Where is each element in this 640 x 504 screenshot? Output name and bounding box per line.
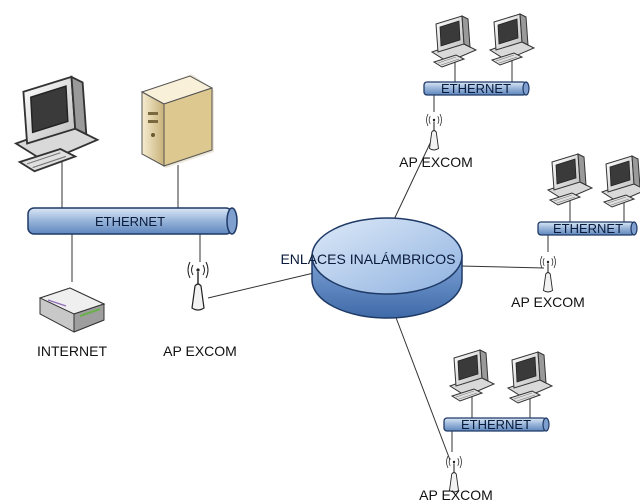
- computer-site1-b: [489, 13, 535, 66]
- server-tower: [140, 74, 214, 168]
- ethernet-bus-site2: ETHERNET: [537, 221, 638, 236]
- computer-site3-b: [507, 351, 553, 404]
- ethernet-label-site1: ETHERNET: [441, 81, 511, 96]
- ethernet-bus-site1: ETHERNET: [423, 81, 530, 96]
- ethernet-label-site3: ETHERNET: [461, 417, 531, 432]
- hub-label: ENLACES INALÁMBRICOS: [280, 251, 455, 267]
- workstation-computer: [15, 75, 99, 173]
- internet-router: [38, 287, 106, 333]
- access-point-site2: [539, 255, 557, 293]
- remote-site-bottom: ETHERNET AP EXCOM: [419, 349, 553, 503]
- ap-label-main: AP EXCOM: [163, 343, 237, 359]
- ap-label-site1: AP EXCOM: [399, 154, 473, 170]
- computer-site3-a: [449, 349, 495, 402]
- remote-site-right: ETHERNET AP EXCOM: [511, 153, 640, 310]
- wireless-links-hub: [311, 217, 463, 319]
- internet-label: INTERNET: [37, 343, 107, 359]
- computer-site2-a: [547, 153, 593, 206]
- computer-site2-b: [601, 155, 640, 208]
- remote-site-top: ETHERNET AP EXCOM: [399, 13, 535, 170]
- ap-label-site2: AP EXCOM: [511, 294, 585, 310]
- ethernet-bus-main: ETHERNET: [27, 207, 238, 235]
- access-point-main: [187, 261, 209, 311]
- ap-label-site3: AP EXCOM: [419, 487, 493, 503]
- ethernet-label-site2: ETHERNET: [553, 221, 623, 236]
- access-point-site1: [425, 113, 443, 151]
- computer-site1-a: [431, 15, 477, 68]
- ethernet-label-main: ETHERNET: [95, 214, 165, 229]
- ethernet-bus-site3: ETHERNET: [443, 417, 550, 432]
